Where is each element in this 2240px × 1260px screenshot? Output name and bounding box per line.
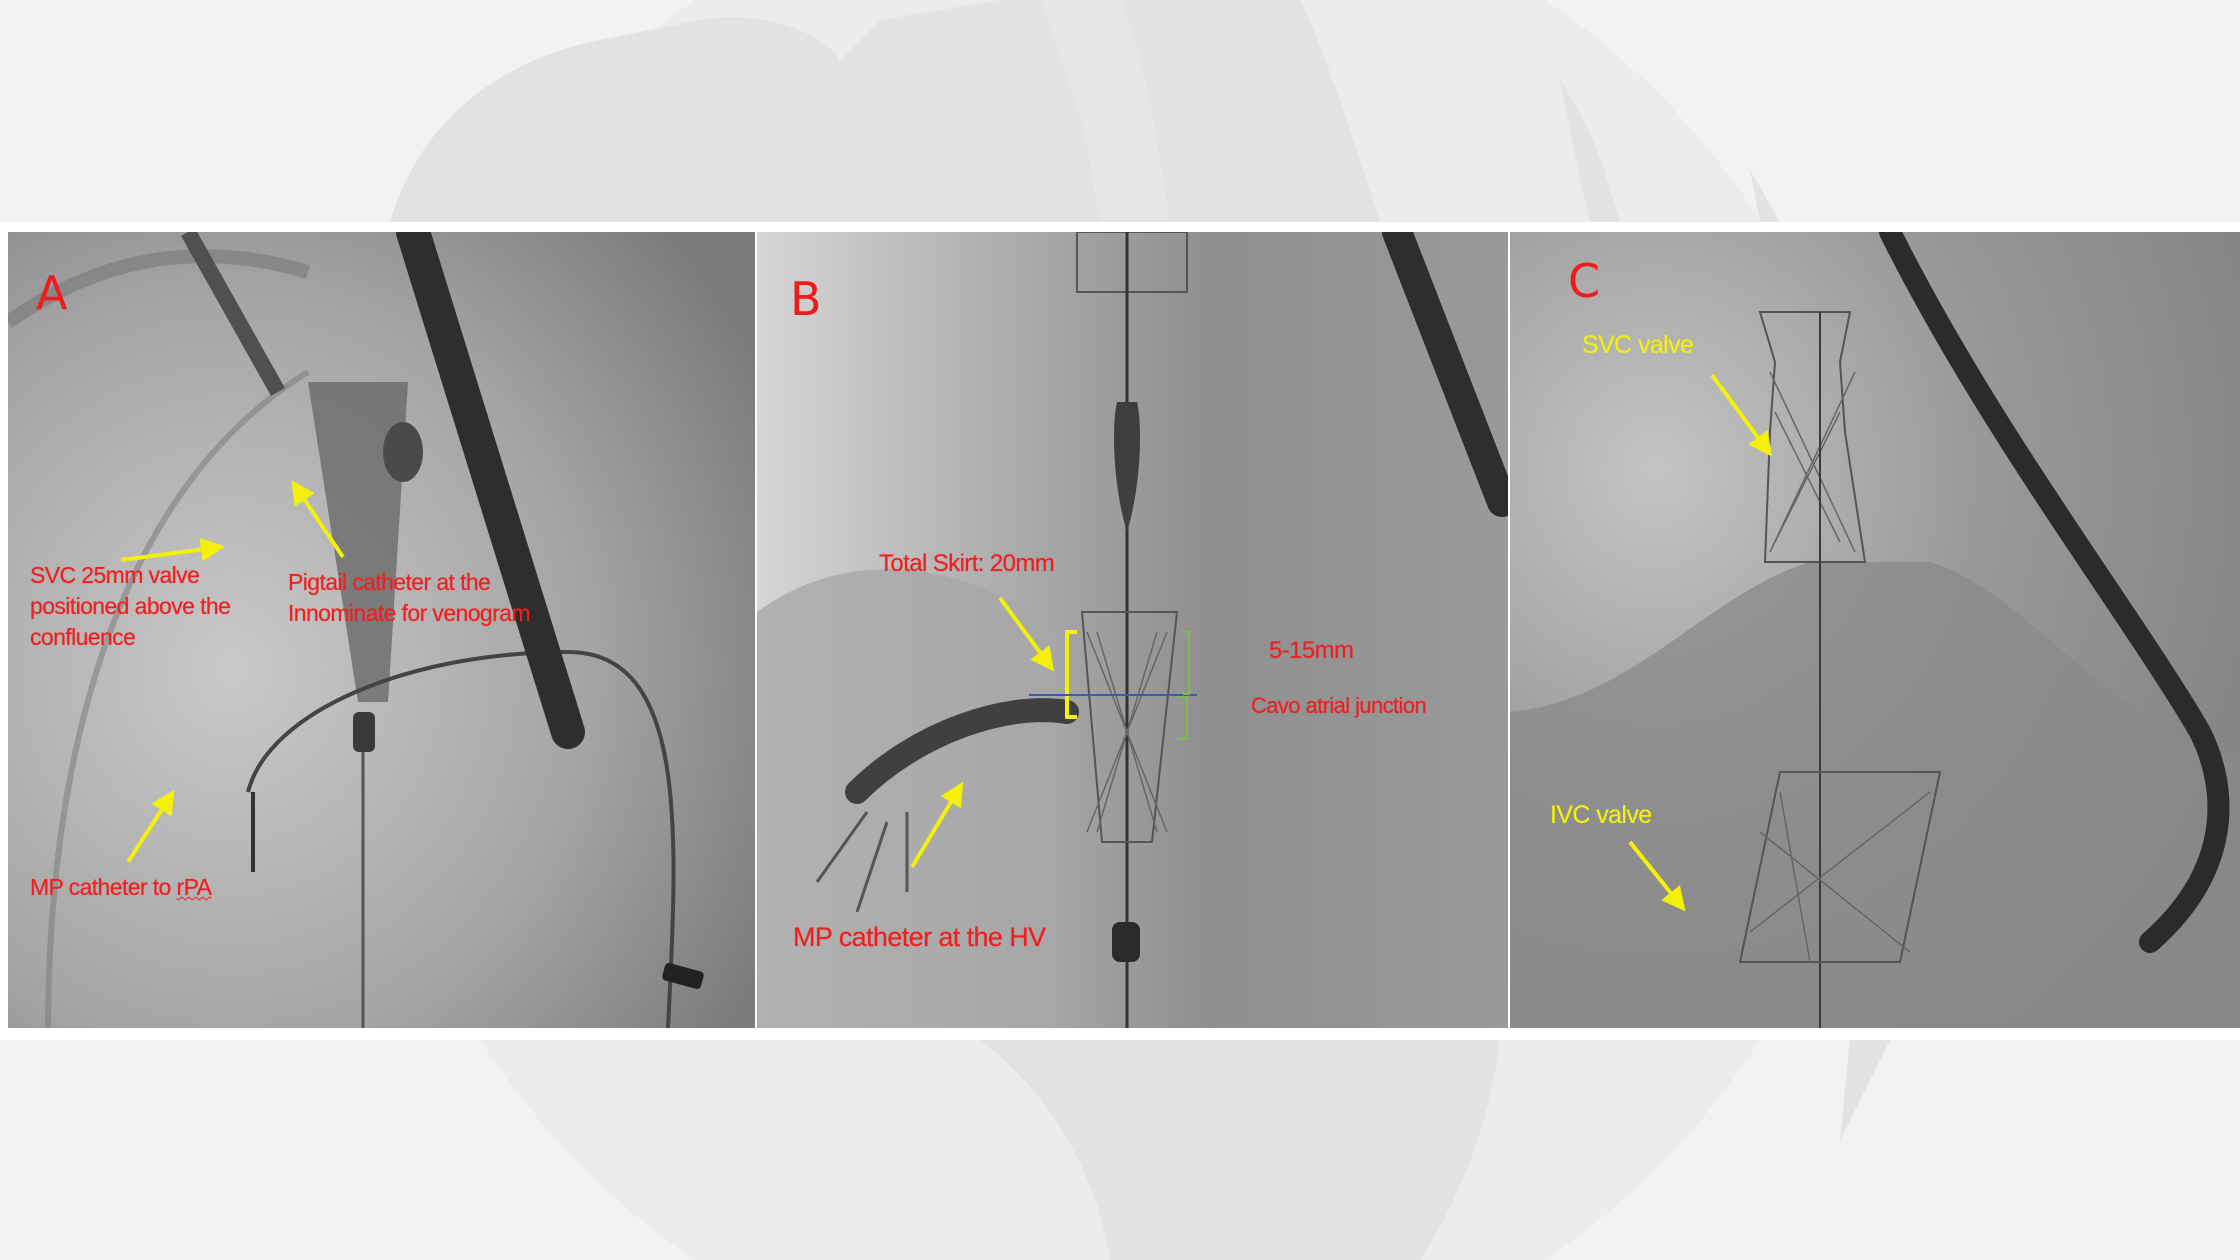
panel-b: B Total Skirt: 20mm 5-15mm Cavo atrial j…	[757, 232, 1508, 1028]
label-ivc-valve: IVC valve	[1550, 801, 1652, 829]
figure-strip: A SVC 25mm valve positioned above the co…	[0, 222, 2240, 1040]
label-cavo-atrial-junction: Cavo atrial junction	[1251, 693, 1427, 718]
label-pigtail-catheter: Pigtail catheter at the Innominate for v…	[288, 569, 531, 626]
label-5-15mm: 5-15mm	[1269, 637, 1354, 664]
label-svc-valve: SVC valve	[1582, 331, 1694, 359]
fluoroscopy-image-a	[8, 232, 755, 1028]
panel-a: A SVC 25mm valve positioned above the co…	[8, 232, 755, 1028]
label-mp-catheter-rpa: MP catheter to rPA	[30, 874, 212, 900]
panel-letter-a: A	[36, 266, 67, 320]
label-svc-25mm-valve: SVC 25mm valve positioned above the conf…	[30, 562, 231, 650]
fluoroscopy-image-b	[757, 232, 1508, 1028]
panel-letter-c: C	[1568, 254, 1600, 308]
label-mp-catheter-hv: MP catheter at the HV	[793, 922, 1046, 952]
label-total-skirt: Total Skirt: 20mm	[879, 550, 1055, 577]
panel-c: C SVC valve IVC valve	[1510, 232, 2240, 1028]
panel-letter-b: B	[790, 272, 822, 326]
